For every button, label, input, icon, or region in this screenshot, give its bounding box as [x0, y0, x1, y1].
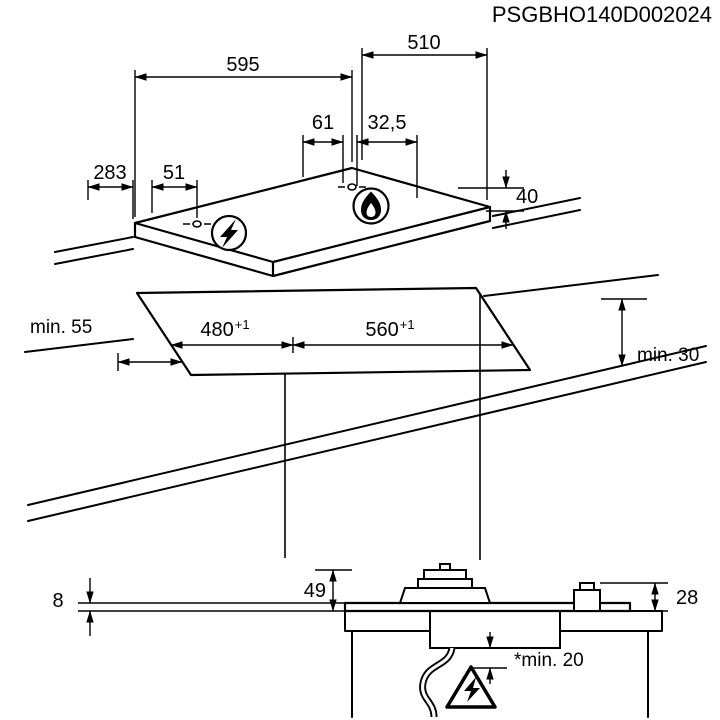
svg-text:480+1: 480+1 — [200, 317, 249, 341]
dimension-rim-height: 8 — [52, 578, 94, 636]
worktop-section — [344, 610, 663, 632]
svg-text:8: 8 — [52, 590, 63, 612]
dimension-left-burner: 51 — [151, 162, 198, 218]
dimension-build-height: 49 — [304, 569, 352, 612]
warning-triangle-icon — [445, 665, 497, 709]
dimension-clearance-bottom: *min. 20 — [473, 632, 584, 684]
section-view: 8 49 28 *min. 20 — [52, 563, 698, 718]
reference-lines — [78, 602, 345, 612]
svg-text:min. 55: min. 55 — [30, 317, 92, 338]
hob-slab-edge — [133, 205, 492, 278]
lightning-icon — [210, 214, 248, 252]
svg-text:40: 40 — [516, 186, 538, 208]
dimension-connector-height: 28 — [600, 582, 698, 612]
svg-text:510: 510 — [407, 32, 440, 54]
svg-text:49: 49 — [304, 580, 326, 602]
dimension-cutout-width: 560+1 — [292, 317, 514, 349]
cutout-view: 480+1 560+1 min. 55 min. 30 — [24, 274, 707, 560]
gas-hose — [419, 646, 456, 718]
svg-text:min. 30: min. 30 — [637, 345, 699, 366]
dimension-burner-x: 61 — [302, 112, 344, 183]
flame-icon — [352, 187, 390, 225]
worktop-front-edge — [27, 345, 707, 522]
svg-text:283: 283 — [93, 162, 126, 184]
svg-text:*min. 20: *min. 20 — [514, 650, 584, 671]
dimension-thickness: 40 — [458, 170, 538, 229]
svg-text:61: 61 — [312, 112, 334, 134]
svg-text:28: 28 — [676, 587, 698, 609]
top-view: 595 510 61 32,5 283 51 — [54, 32, 581, 278]
dimension-left: 283 — [87, 162, 134, 219]
svg-text:32,5: 32,5 — [368, 112, 407, 134]
burner-housing — [429, 610, 561, 649]
dimension-width: 595 — [134, 54, 353, 217]
dimension-depth: 510 — [361, 32, 488, 200]
dimension-burner-edge: 32,5 — [356, 112, 418, 198]
worktop-cutout — [135, 286, 532, 377]
part-number: PSGBHO140D002024 — [492, 2, 712, 27]
cabinet-sides — [351, 630, 649, 718]
svg-text:595: 595 — [226, 54, 259, 76]
gas-connector — [573, 582, 601, 612]
burner-center-left — [183, 220, 211, 228]
worktop-back-edge — [24, 274, 659, 353]
burner-center-right — [338, 183, 366, 191]
burner-section — [398, 563, 492, 604]
hob-top-surface — [133, 166, 492, 264]
svg-text:51: 51 — [163, 162, 185, 184]
dimension-clearance-left: min. 55 — [30, 317, 183, 371]
dimension-clearance-front: min. 30 — [601, 298, 699, 367]
svg-text:560+1: 560+1 — [365, 317, 414, 341]
worktop-edge-left — [54, 236, 134, 265]
dimension-cutout-depth: 480+1 — [170, 317, 294, 353]
